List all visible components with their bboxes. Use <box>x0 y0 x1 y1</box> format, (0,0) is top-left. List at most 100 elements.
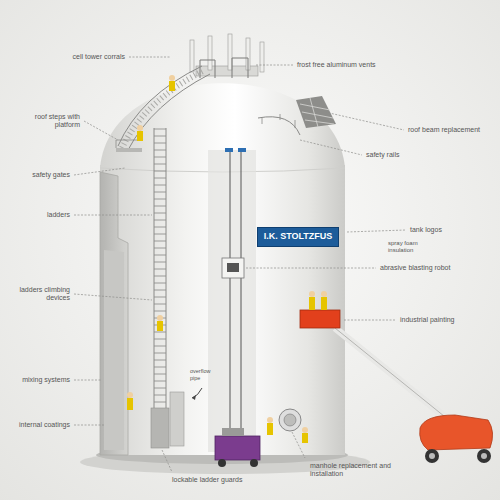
ladder-part <box>154 128 166 448</box>
leader-lines-part <box>246 268 376 269</box>
mixing-machine-part <box>222 428 244 436</box>
aerial-lift-part <box>429 453 435 459</box>
workers-part <box>169 81 175 91</box>
callout-label: ladders climbing devices <box>10 286 70 303</box>
logo-text: I.K. STOLTZFUS <box>264 231 333 241</box>
leader-lines-part <box>344 320 396 321</box>
mixing-machine-part <box>250 459 258 467</box>
blasting-robot-part <box>227 263 239 272</box>
leader-lines <box>74 57 406 472</box>
ladder-part <box>166 128 167 448</box>
workers-part <box>309 297 315 310</box>
leader-lines-part <box>84 121 118 140</box>
workers-part <box>137 131 143 141</box>
callout-label: abrasive blasting robot <box>380 264 480 272</box>
callout-label: manhole replacement and installation <box>310 462 405 479</box>
cutaway-part <box>100 172 128 455</box>
leader-lines-part <box>129 57 170 58</box>
blasting-robot <box>222 258 244 278</box>
callout-label: spray foam insulation <box>388 240 433 254</box>
cutaway <box>100 172 128 455</box>
callout-label: industrial painting <box>400 316 485 324</box>
vents-and-antennas-part <box>190 40 194 72</box>
workers-part <box>127 398 133 410</box>
aerial-lift-part <box>420 415 493 450</box>
callout-label: overflow pipe <box>190 368 222 381</box>
vents-and-antennas-part <box>208 36 212 70</box>
overflow-pipe-part <box>192 388 202 398</box>
workers-part <box>127 392 133 398</box>
callout-label: safety rails <box>366 151 436 159</box>
ladder <box>151 128 169 448</box>
guide-cables-part <box>238 148 246 152</box>
workers-part <box>321 297 327 310</box>
mixing-machine <box>215 428 260 467</box>
mixing-machine-part <box>215 436 260 460</box>
tank-logo-sign: I.K. STOLTZFUS <box>257 227 340 247</box>
blasting-robot-part <box>222 258 244 278</box>
leader-lines-part <box>74 168 125 175</box>
workers-part <box>302 427 308 433</box>
roof-steps-part <box>116 148 142 152</box>
guide-cables <box>225 148 246 440</box>
callout-label: safety gates <box>10 171 70 179</box>
roof-beam-opening <box>296 96 336 128</box>
aerial-lift-part <box>335 328 455 425</box>
leader-lines-part <box>74 215 152 216</box>
workers <box>127 75 327 443</box>
aerial-lift-part <box>481 453 487 459</box>
mixing-machine-part <box>218 459 226 467</box>
callout-label: tank logos <box>410 226 480 234</box>
overflow-pipe-part <box>170 392 184 446</box>
roof-beam-opening-part <box>296 96 336 128</box>
workers-part <box>169 75 175 81</box>
manhole-part <box>284 414 296 426</box>
leader-lines-part <box>300 140 362 155</box>
roof-steps-part <box>116 140 142 148</box>
callout-label: ladders <box>10 211 70 219</box>
leader-lines-part <box>162 450 172 472</box>
leader-lines-part <box>74 294 152 300</box>
guide-cables-part <box>241 152 242 440</box>
workers-part <box>267 417 273 423</box>
callout-label: lockable ladder guards <box>172 476 282 484</box>
leader-lines-part <box>347 230 406 232</box>
callout-label: roof steps with platform <box>20 113 80 130</box>
safety-rails-part <box>262 114 295 128</box>
manhole-part <box>279 409 301 431</box>
workers-part <box>267 423 273 435</box>
safety-rails-part <box>258 117 300 135</box>
guide-cables-part <box>225 148 233 152</box>
leader-lines-part <box>74 380 102 381</box>
roof-steps-part <box>128 74 210 150</box>
workers-part <box>309 291 315 297</box>
ladder-part <box>154 128 155 448</box>
aerial-lift <box>300 310 493 463</box>
leader-lines-part <box>325 112 404 130</box>
leader-lines-part <box>256 65 293 66</box>
vents-and-antennas-part <box>260 42 264 72</box>
callout-label: cell tower corrals <box>40 53 125 61</box>
tank-body <box>100 83 345 455</box>
workers-part <box>302 433 308 443</box>
workers-part <box>157 315 163 321</box>
leader-lines-part <box>74 425 105 426</box>
aerial-lift-part <box>335 328 455 425</box>
cutaway-part <box>104 250 124 450</box>
leader-lines-part <box>292 432 305 458</box>
safety-rails <box>258 114 300 135</box>
callout-label: frost free aluminum vents <box>297 61 417 69</box>
callout-label: internal coatings <box>10 421 70 429</box>
workers-part <box>157 321 163 331</box>
ladder-part <box>151 408 169 448</box>
aerial-lift-part <box>425 449 439 463</box>
overflow-pipe-part <box>192 395 196 400</box>
callout-label: mixing systems <box>10 376 70 384</box>
tank-body-part <box>208 150 256 452</box>
callout-label: roof beam replacement <box>408 126 496 134</box>
guide-cables-part <box>230 152 231 440</box>
